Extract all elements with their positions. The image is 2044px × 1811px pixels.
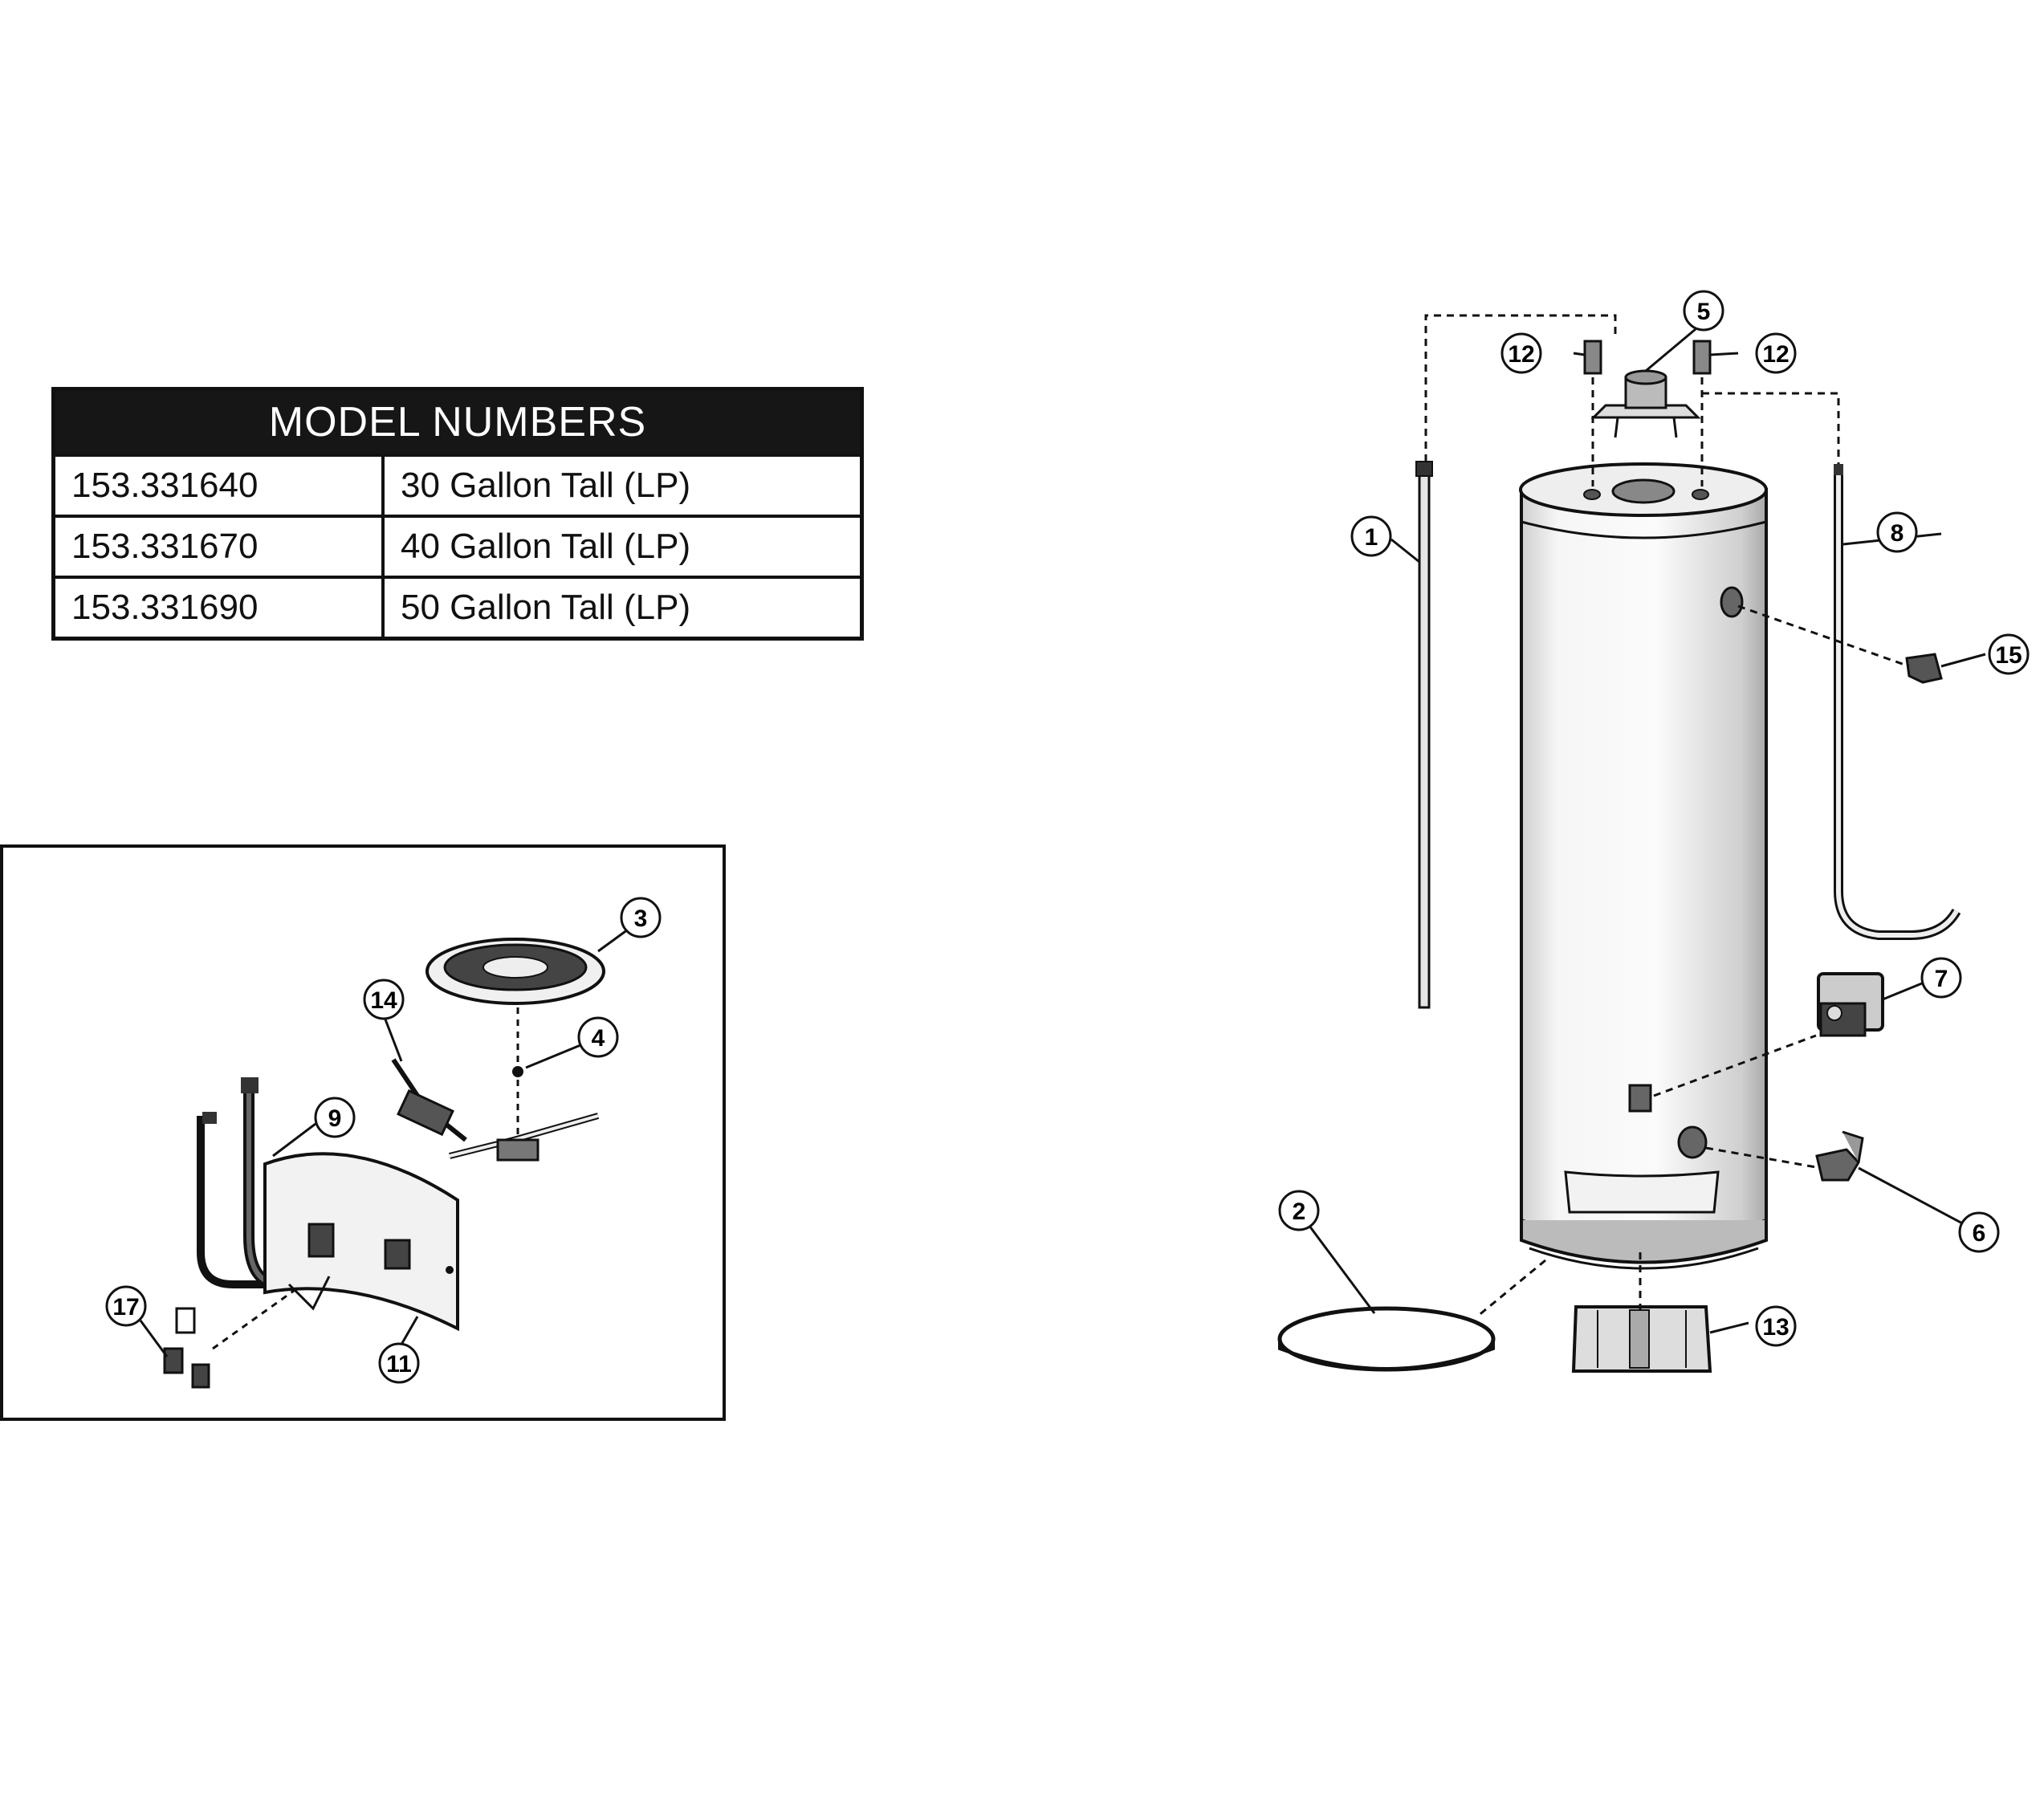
callout-17: 17 (105, 1285, 147, 1327)
model-number-cell: 153.331670 (55, 518, 385, 576)
model-description-cell: 40 Gallon Tall (LP) (401, 527, 691, 566)
burner-assembly-artwork (139, 928, 629, 1389)
callout-4: 4 (577, 1016, 619, 1058)
table-header: MODEL NUMBERS (55, 391, 860, 454)
callout-15: 15 (1988, 633, 2030, 675)
callout-12-right: 12 (1755, 332, 1797, 374)
callout-14: 14 (363, 979, 405, 1020)
callout-5: 5 (1683, 290, 1724, 332)
callout-11: 11 (378, 1342, 420, 1384)
drain-valve-part (1815, 1130, 1864, 1182)
svg-text:8: 8 (1891, 520, 1904, 547)
gas-control-valve-part (1817, 972, 1884, 1037)
combustion-shield-part (1571, 1305, 1712, 1373)
svg-text:4: 4 (592, 1025, 605, 1052)
callout-1: 1 (1350, 515, 1392, 557)
svg-text:17: 17 (112, 1294, 139, 1321)
svg-text:7: 7 (1935, 966, 1948, 992)
callout-6: 6 (1958, 1211, 2000, 1253)
model-number-cell: 153.331640 (55, 457, 385, 515)
model-numbers-table: MODEL NUMBERS 153.331640 30 Gallon Tall … (51, 387, 864, 641)
callout-leaders (1301, 328, 1986, 1334)
nipple-part-right (1692, 340, 1712, 375)
callout-3: 3 (620, 897, 662, 938)
anode-rod-part (1415, 461, 1433, 1009)
table-row: 153.331690 50 Gallon Tall (LP) (55, 576, 860, 637)
model-description-cell: 30 Gallon Tall (LP) (401, 466, 691, 505)
svg-text:13: 13 (1762, 1314, 1789, 1341)
svg-text:3: 3 (634, 906, 648, 932)
table-row: 153.331670 40 Gallon Tall (LP) (55, 515, 860, 576)
svg-text:15: 15 (1995, 642, 2022, 669)
svg-text:9: 9 (328, 1105, 342, 1132)
dashed-assembly-lines (1424, 314, 1910, 1318)
relief-valve-part (1905, 653, 1943, 684)
svg-text:14: 14 (370, 987, 397, 1014)
svg-text:1: 1 (1365, 524, 1378, 551)
callout-9: 9 (314, 1097, 356, 1138)
dip-tube-part (1834, 464, 1961, 940)
svg-text:12: 12 (1508, 341, 1534, 368)
table-row: 153.331640 30 Gallon Tall (LP) (55, 454, 860, 515)
callout-2: 2 (1278, 1190, 1320, 1231)
draft-hood-part (1590, 369, 1701, 438)
base-ring-part (1277, 1306, 1496, 1372)
callout-13: 13 (1755, 1305, 1797, 1347)
water-heater-tank (1519, 462, 1768, 1270)
svg-text:11: 11 (386, 1351, 412, 1378)
callout-7: 7 (1920, 957, 1962, 999)
svg-text:5: 5 (1697, 299, 1711, 325)
model-number-cell: 153.331690 (55, 579, 385, 637)
callout-12-left: 12 (1500, 332, 1542, 374)
svg-text:2: 2 (1293, 1199, 1306, 1225)
model-description-cell: 50 Gallon Tall (LP) (401, 588, 691, 627)
svg-text:6: 6 (1973, 1220, 1986, 1247)
burner-assembly-inset (0, 844, 726, 1421)
callout-8: 8 (1876, 511, 1918, 553)
nipple-part-left (1583, 340, 1602, 375)
svg-text:12: 12 (1762, 341, 1789, 368)
